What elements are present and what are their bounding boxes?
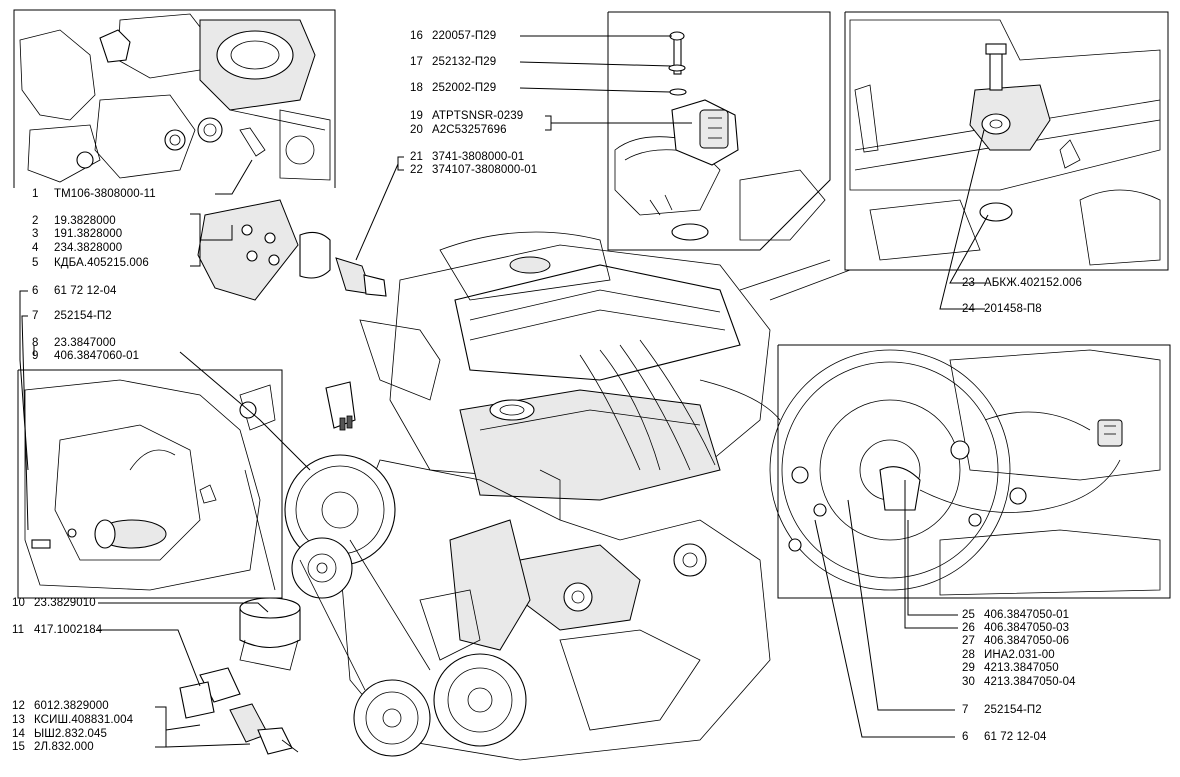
inset-right-art xyxy=(769,349,1161,596)
main-engine-art xyxy=(179,199,851,761)
inset-top-right-frame xyxy=(844,11,1169,271)
inset-left-art xyxy=(24,379,276,591)
inset-top-right-art xyxy=(849,19,1161,266)
inset-top-left-frame xyxy=(13,9,336,188)
inset-frames xyxy=(13,9,1171,599)
inset-top-center-frame xyxy=(607,11,831,251)
inset-left-frame xyxy=(17,369,283,599)
inset-right-frame xyxy=(777,344,1171,599)
leader-lines xyxy=(19,35,989,748)
inset-top-left-art xyxy=(19,13,331,183)
inset-top-center-art xyxy=(614,31,826,241)
